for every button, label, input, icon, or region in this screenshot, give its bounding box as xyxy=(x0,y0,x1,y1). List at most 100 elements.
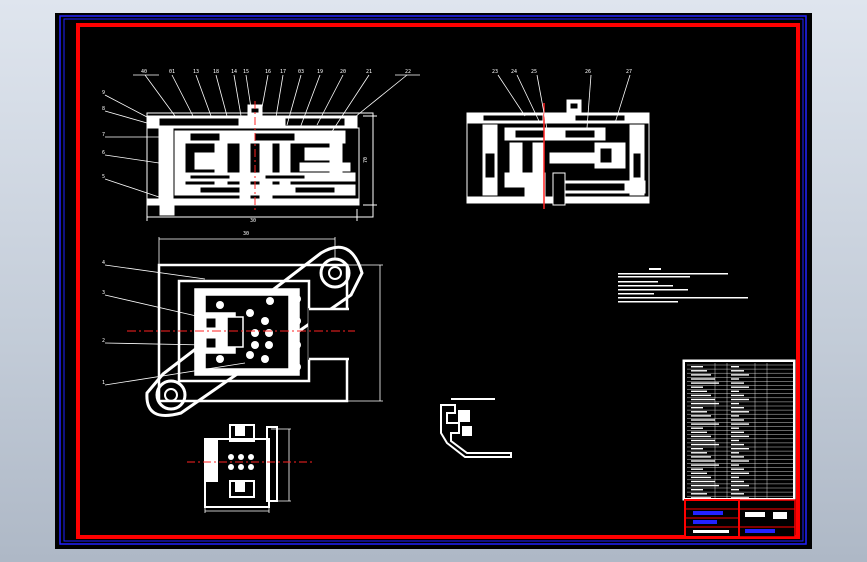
balloon: 27 xyxy=(626,69,632,75)
parts-list-cell-text xyxy=(691,443,719,446)
parts-list-cell-text xyxy=(731,423,749,425)
parts-list-cell-text xyxy=(731,419,744,421)
balloon: 1 xyxy=(102,380,105,386)
parts-list-cell-text xyxy=(691,493,707,495)
parts-list-cell-text xyxy=(691,476,711,479)
parts-list-cell-text xyxy=(731,493,744,495)
parts-list-cell-text xyxy=(691,378,715,380)
technical-notes xyxy=(618,268,748,303)
parts-list-cell-text xyxy=(731,468,744,470)
plan-balloon-labels: 4 3 2 1 30 xyxy=(102,231,249,386)
parts-list-cell-text xyxy=(691,456,711,458)
parts-list-cell-text xyxy=(691,439,715,442)
dimension: 30 xyxy=(250,218,256,224)
parts-list-cell-text xyxy=(691,370,707,372)
front-leaders xyxy=(104,74,420,198)
dimension: 30 xyxy=(243,231,249,237)
balloon: 6 xyxy=(102,150,105,156)
parts-list-cell-text xyxy=(731,394,744,397)
parts-list-cell-text xyxy=(731,374,749,376)
parts-list-cell-text xyxy=(731,407,744,409)
balloon: 19 xyxy=(317,69,323,75)
parts-list-cell-text xyxy=(691,464,719,466)
parts-list-cell-text xyxy=(691,398,715,401)
parts-list-cell-text xyxy=(691,407,703,409)
parts-list-cell-text xyxy=(691,411,707,413)
parts-list-cell-text xyxy=(691,460,715,462)
parts-list-cell-text xyxy=(731,386,749,388)
balloon: 14 xyxy=(231,69,237,75)
balloon: 03 xyxy=(298,69,304,75)
balloon: 4 xyxy=(102,260,105,266)
balloon: 15 xyxy=(243,69,249,75)
cad-viewport[interactable]: 40 01 13 18 14 15 16 17 03 19 20 21 22 9… xyxy=(55,13,812,549)
balloon: 23 xyxy=(492,69,498,75)
balloon: 25 xyxy=(531,69,537,75)
parts-list-cell-text xyxy=(731,382,744,384)
parts-list-cell-text xyxy=(731,370,744,372)
balloon: 9 xyxy=(102,90,105,96)
parts-list-cell-text xyxy=(691,382,719,384)
parts-list-cell-text xyxy=(731,378,739,380)
parts-list-cell-text xyxy=(731,448,749,450)
assembly-drawing: 40 01 13 18 14 15 16 17 03 19 20 21 22 9… xyxy=(59,15,807,545)
drawing-frame xyxy=(76,23,800,539)
parts-list-cell-text xyxy=(731,439,739,442)
side-leaders xyxy=(497,74,631,130)
parts-list-cell-text xyxy=(731,431,744,433)
parts-list-cell-text xyxy=(731,402,739,405)
parts-list-cell-text xyxy=(691,419,715,421)
parts-list-cell-text xyxy=(691,415,711,417)
parts-list-cell-text xyxy=(691,497,711,499)
detail-holes xyxy=(228,454,254,470)
balloon: 01 xyxy=(169,69,175,75)
part-section xyxy=(440,398,512,458)
parts-list-cell-text xyxy=(731,435,749,438)
parts-list-cell-text xyxy=(691,448,703,450)
parts-list-cell-text xyxy=(691,472,707,474)
parts-list-cell-text xyxy=(691,484,719,487)
parts-list-cell-text xyxy=(691,374,711,376)
parts-list-cell-text xyxy=(691,423,719,425)
parts-list-cell-text xyxy=(691,390,707,392)
balloon: 16 xyxy=(265,69,271,75)
parts-list xyxy=(682,359,796,501)
parts-list-cell-text xyxy=(691,431,707,433)
balloon: 40 xyxy=(141,69,147,75)
balloon: 26 xyxy=(585,69,591,75)
parts-list-cell-text xyxy=(731,464,739,466)
parts-list-cell-text xyxy=(731,411,749,413)
parts-list-cell-text xyxy=(691,452,707,454)
balloon: 8 xyxy=(102,106,105,112)
front-view xyxy=(146,104,377,221)
side-balloon-labels: 23 24 25 26 27 xyxy=(492,69,632,75)
balloon: 13 xyxy=(193,69,199,75)
parts-list-cell-text xyxy=(691,489,703,491)
parts-list-cell-text xyxy=(691,386,703,388)
parts-list-cell-text xyxy=(691,468,703,470)
parts-list-cell-text xyxy=(731,452,739,454)
outer-border xyxy=(59,15,807,545)
dimension: 70 xyxy=(363,157,369,163)
parts-list-cell-text xyxy=(691,435,711,438)
plan-hole-cores xyxy=(206,318,216,348)
parts-list-cell-text xyxy=(731,497,749,499)
parts-list-cell-text xyxy=(691,394,711,397)
parts-list-cell-text xyxy=(731,366,739,368)
parts-list-cell-text xyxy=(731,480,744,483)
title-block xyxy=(684,499,796,538)
parts-list-cell-text xyxy=(731,456,744,458)
parts-list-cell-text xyxy=(691,427,703,429)
detail-view xyxy=(204,424,291,513)
parts-list-cell-text xyxy=(731,443,744,446)
front-balloon-labels: 40 01 13 18 14 15 16 17 03 19 20 21 22 9… xyxy=(102,69,411,224)
balloon: 17 xyxy=(280,69,286,75)
balloon: 24 xyxy=(511,69,517,75)
parts-list-rows xyxy=(687,363,793,499)
parts-list-cell-text xyxy=(731,460,749,462)
parts-list-cell-text xyxy=(731,390,739,392)
balloon: 5 xyxy=(102,174,105,180)
balloon: 21 xyxy=(366,69,372,75)
parts-list-cell-text xyxy=(731,484,749,487)
balloon: 22 xyxy=(405,69,411,75)
